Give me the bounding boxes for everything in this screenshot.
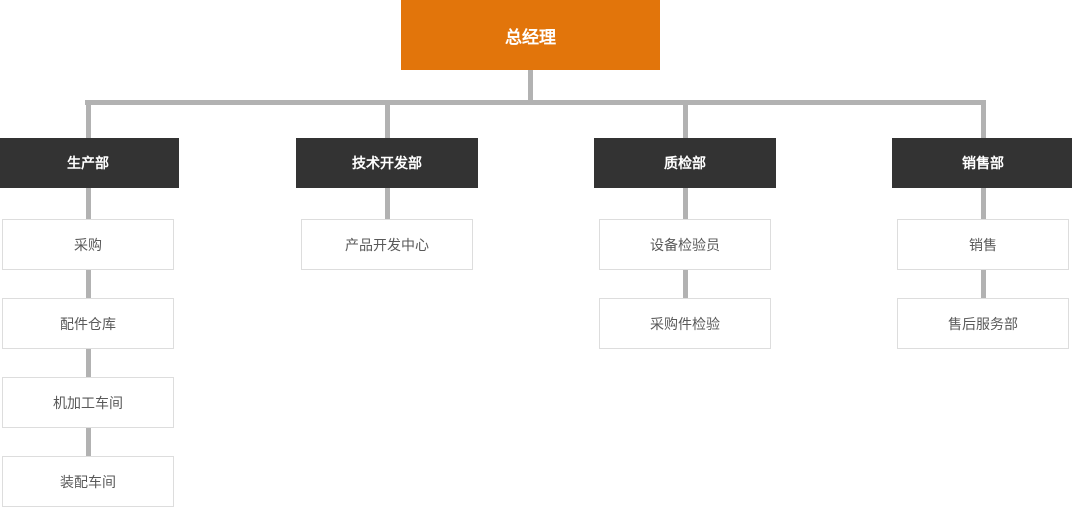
connector-horizontal-rail <box>85 100 986 105</box>
org-node-parts-warehouse[interactable]: 配件仓库 <box>2 298 174 349</box>
org-node-purchased-parts-inspection[interactable]: 采购件检验 <box>599 298 771 349</box>
connector-quality-children <box>683 188 688 219</box>
connector-sales-children <box>981 270 986 298</box>
org-node-general-manager[interactable]: 总经理 <box>401 0 660 70</box>
connector-quality-children <box>683 270 688 298</box>
connector-production-children <box>86 270 91 298</box>
connector-drop-tech-dev <box>385 100 390 138</box>
org-node-after-sales-service[interactable]: 售后服务部 <box>897 298 1069 349</box>
connector-production-children <box>86 428 91 456</box>
org-node-quality-inspection-dept[interactable]: 质检部 <box>594 138 776 188</box>
connector-root-stem <box>528 70 533 105</box>
org-node-equipment-inspector[interactable]: 设备检验员 <box>599 219 771 270</box>
org-node-sales-dept[interactable]: 销售部 <box>892 138 1072 188</box>
connector-drop-sales <box>981 100 986 138</box>
org-node-machining-workshop[interactable]: 机加工车间 <box>2 377 174 428</box>
connector-tech-dev-children <box>385 188 390 219</box>
connector-production-children <box>86 349 91 377</box>
org-node-production-dept[interactable]: 生产部 <box>0 138 179 188</box>
connector-sales-children <box>981 188 986 219</box>
org-node-tech-development-dept[interactable]: 技术开发部 <box>296 138 478 188</box>
org-node-product-development-center[interactable]: 产品开发中心 <box>301 219 473 270</box>
connector-drop-quality <box>683 100 688 138</box>
connector-production-children <box>86 188 91 219</box>
connector-drop-production <box>86 100 91 138</box>
org-node-assembly-workshop[interactable]: 装配车间 <box>2 456 174 507</box>
org-node-sales[interactable]: 销售 <box>897 219 1069 270</box>
org-node-procurement[interactable]: 采购 <box>2 219 174 270</box>
